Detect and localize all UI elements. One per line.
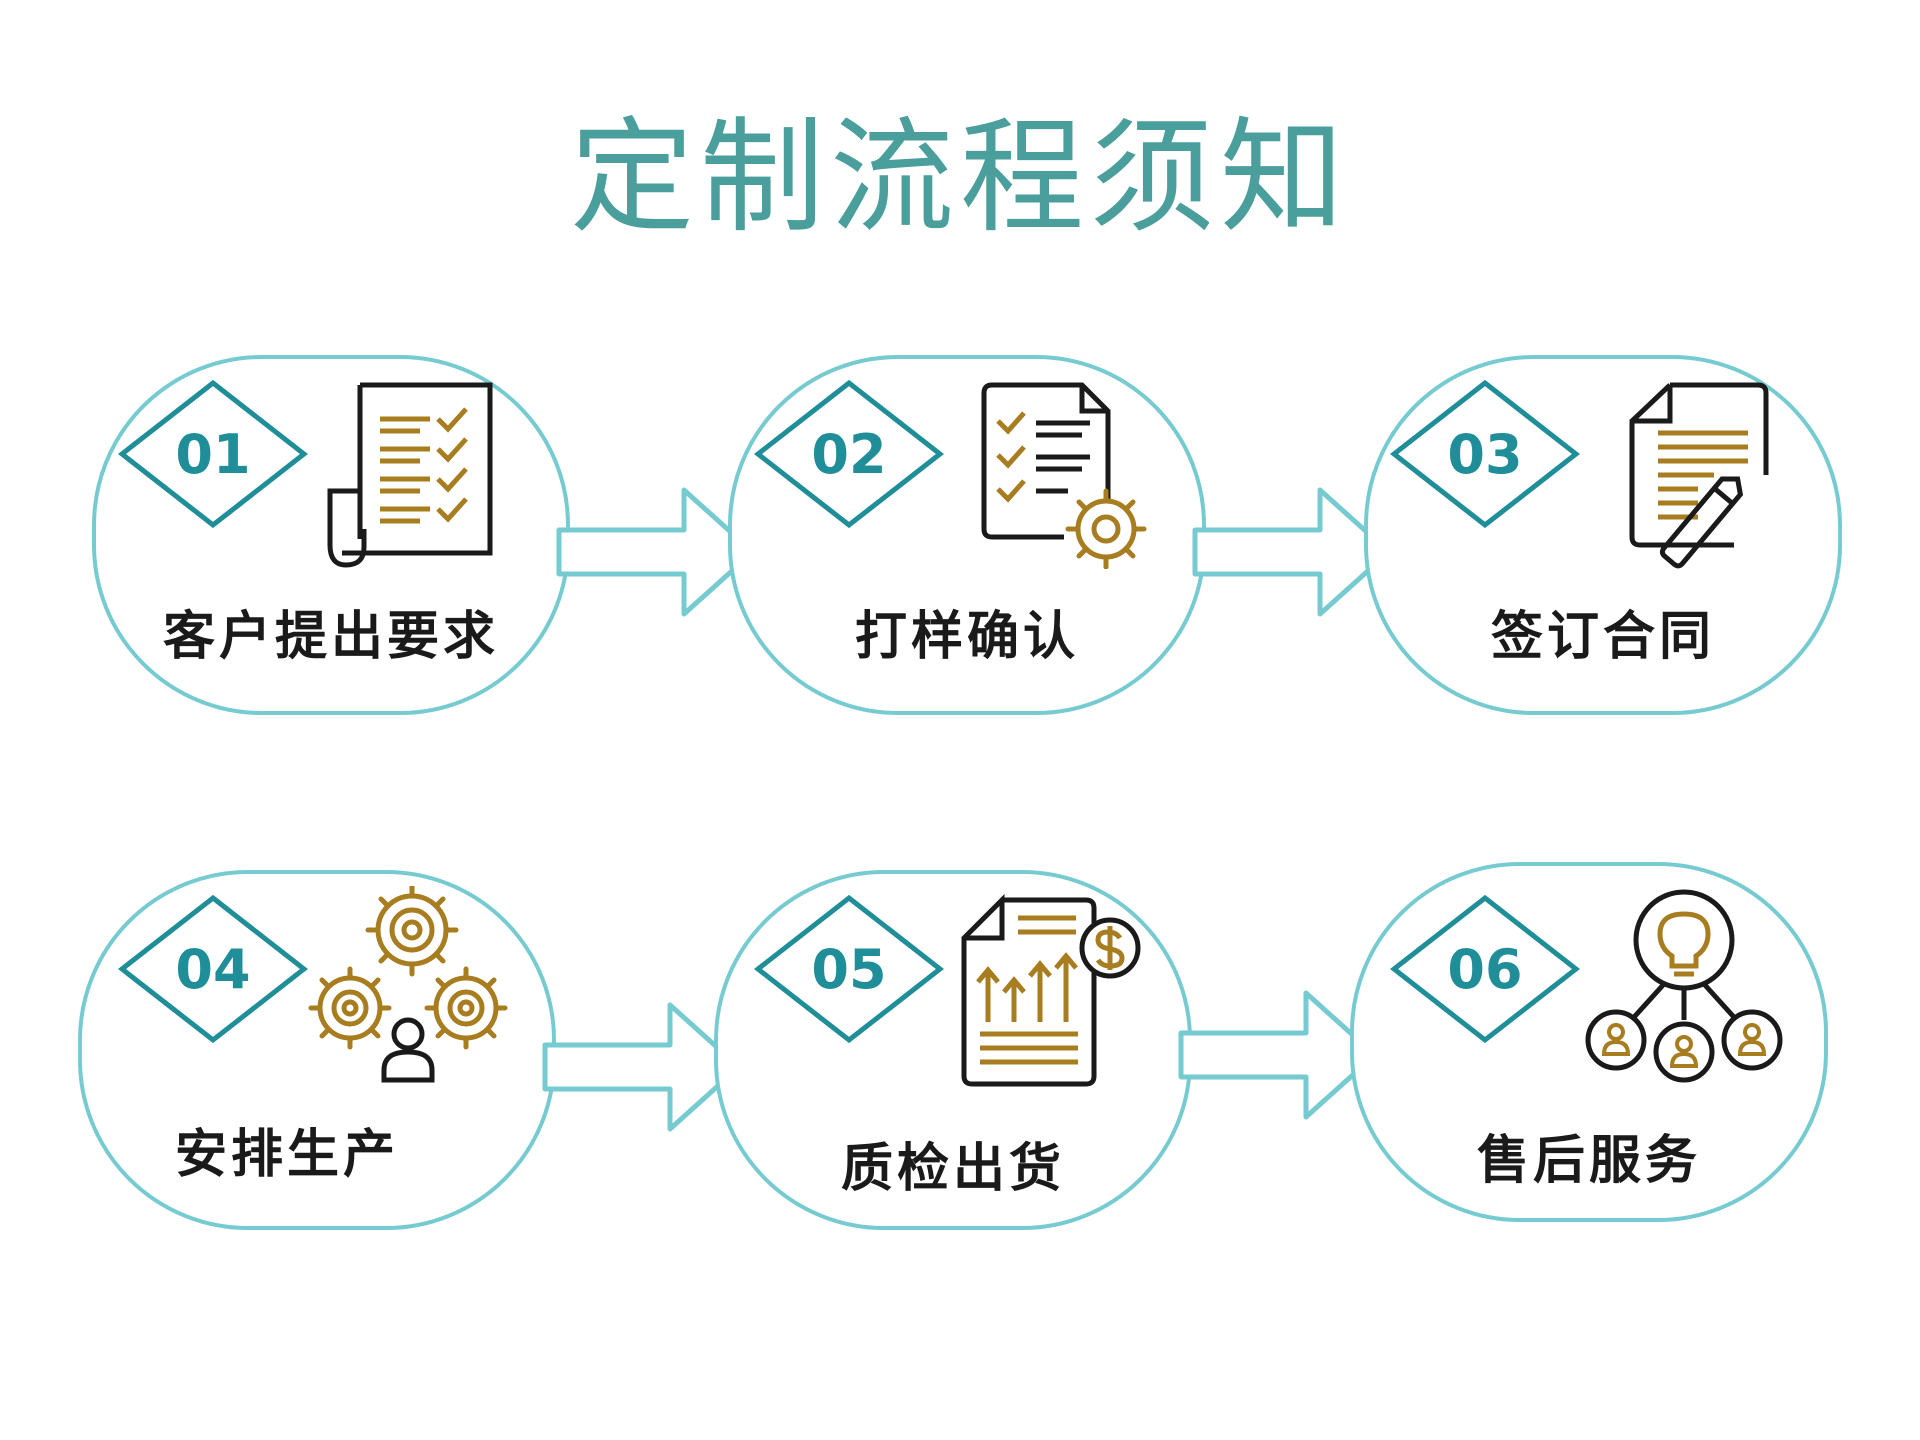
step-number: 06 — [1447, 937, 1523, 1001]
contract-pen-icon — [1629, 382, 1769, 569]
diamond-shape — [118, 894, 308, 1044]
step-01: 01 客户提出要求 — [92, 355, 570, 715]
step-number: 01 — [175, 422, 251, 486]
step-04: 04 — [78, 870, 556, 1230]
flow-arrow-right — [1192, 487, 1392, 617]
step-label: 客户提出要求 — [162, 606, 499, 667]
step-number-badge: 05 — [754, 894, 944, 1044]
step-number: 04 — [175, 937, 251, 1001]
step-label: 安排生产 — [174, 1124, 399, 1185]
page-title: 定制流程须知 — [569, 106, 1350, 250]
diamond-shape — [754, 894, 944, 1044]
diamond-shape — [754, 379, 944, 529]
step-number: 02 — [811, 422, 887, 486]
invoice-dollar-icon — [961, 894, 1141, 1087]
flow-arrow-right — [542, 1002, 742, 1132]
lightbulb-network-icon — [1585, 889, 1783, 1083]
checklist-document-icon — [327, 382, 493, 568]
step-number-badge: 02 — [754, 379, 944, 529]
step-number-badge: 03 — [1390, 379, 1580, 529]
step-number: 03 — [1447, 422, 1523, 486]
step-label: 签订合同 — [1490, 606, 1715, 667]
flow-arrow-right — [556, 487, 756, 617]
diamond-shape — [1390, 894, 1580, 1044]
step-number-badge: 06 — [1390, 894, 1580, 1044]
step-number-badge: 04 — [118, 894, 308, 1044]
step-03: 03 签订合同 — [1364, 355, 1842, 715]
step-label: 售后服务 — [1476, 1130, 1701, 1191]
step-06: 06 售后服务 — [1350, 862, 1828, 1222]
step-label: 打样确认 — [854, 606, 1079, 667]
checklist-gear-icon — [981, 382, 1147, 569]
flow-arrow-right — [1178, 990, 1378, 1120]
step-02: 02 打样确认 — [728, 355, 1206, 715]
step-number: 05 — [811, 937, 887, 1001]
step-05: 05 质检出货 — [714, 870, 1192, 1230]
step-number-badge: 01 — [118, 379, 308, 529]
step-label: 质检出货 — [840, 1138, 1065, 1199]
gears-worker-icon — [308, 886, 508, 1083]
diamond-shape — [118, 379, 308, 529]
diamond-shape — [1390, 379, 1580, 529]
